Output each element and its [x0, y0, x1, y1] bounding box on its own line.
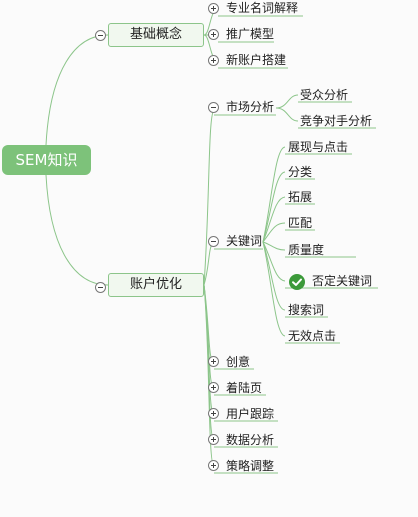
expand-icon-basics-2[interactable]	[208, 29, 219, 40]
connector-market-child-1	[275, 94, 299, 109]
collapse-icon-optimization[interactable]	[95, 282, 106, 293]
connector-kw-child-5	[262, 241, 286, 251]
node-keyword-child[interactable]: 分类	[288, 165, 313, 179]
connector-kw-child-1	[262, 146, 286, 243]
node-basics-child[interactable]: 专业名词解释	[226, 1, 299, 15]
connector-kw-child-2	[262, 171, 286, 243]
connector-kw-child-6	[262, 241, 286, 282]
collapse-icon-market[interactable]	[208, 102, 219, 113]
expand-icon-other-4[interactable]	[208, 434, 219, 445]
node-basics-child[interactable]: 推广模型	[226, 27, 275, 41]
node-market-child[interactable]: 受众分析	[300, 88, 349, 102]
connector-kw-child-8	[262, 241, 286, 337]
node-optimization-child[interactable]: 策略调整	[226, 459, 275, 473]
node-market[interactable]: 市场分析	[226, 100, 275, 114]
expand-icon-other-1[interactable]	[208, 356, 219, 367]
collapse-icon-basics[interactable]	[95, 30, 106, 41]
expand-icon-basics-1[interactable]	[208, 3, 219, 14]
node-keyword-child[interactable]: 匹配	[288, 216, 313, 230]
node-optimization-child[interactable]: 创意	[226, 355, 251, 369]
node-keyword-child[interactable]: 展现与点击	[288, 140, 349, 154]
expand-icon-other-2[interactable]	[208, 382, 219, 393]
check-icon	[289, 274, 305, 290]
node-optimization[interactable]: 账户优化	[108, 273, 204, 297]
node-optimization-child[interactable]: 用户跟踪	[226, 407, 275, 421]
node-keyword-child[interactable]: 无效点击	[288, 329, 337, 343]
node-keyword-child-checked[interactable]: 否定关键词	[312, 274, 373, 288]
collapse-icon-keywords[interactable]	[208, 236, 219, 247]
node-basics[interactable]: 基础概念	[108, 23, 204, 47]
expand-icon-basics-3[interactable]	[208, 55, 219, 66]
node-keyword-child[interactable]: 搜索词	[288, 303, 325, 317]
node-keywords[interactable]: 关键词	[226, 234, 263, 248]
node-optimization-child[interactable]: 数据分析	[226, 433, 275, 447]
connector-opt-market	[203, 109, 215, 286]
expand-icon-other-3[interactable]	[208, 408, 219, 419]
connector-kw-child-7	[262, 241, 286, 311]
connector-kw-child-4	[262, 222, 286, 243]
connector-kw-child-3	[262, 196, 286, 243]
expand-icon-other-5[interactable]	[208, 460, 219, 471]
node-keyword-child[interactable]: 质量度	[288, 243, 325, 257]
node-basics-child[interactable]: 新账户搭建	[226, 53, 287, 67]
node-market-child[interactable]: 竞争对手分析	[300, 114, 373, 128]
connector-market-child-2	[275, 107, 299, 122]
node-optimization-child[interactable]: 着陆页	[226, 381, 263, 395]
connector-root-optimization	[45, 174, 109, 286]
root-node[interactable]: SEM知识	[2, 145, 91, 175]
connector-root-basics	[45, 34, 109, 146]
node-keyword-child[interactable]: 拓展	[288, 190, 313, 204]
